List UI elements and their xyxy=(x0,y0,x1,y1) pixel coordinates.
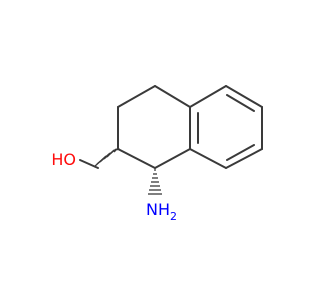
hashed-wedge-c1-nh2 xyxy=(148,169,162,195)
bond-c7-c8 xyxy=(225,148,263,169)
bond-ch2-oh xyxy=(79,159,99,169)
molecule-structure: HO NH2 xyxy=(51,85,263,223)
double-bond-inner-c7-c8 xyxy=(226,144,255,161)
bond-c8a-c1 xyxy=(154,148,191,169)
bond-c4a-c5 xyxy=(189,85,227,108)
oxygen-atom-label: HO xyxy=(51,150,76,169)
nitrogen-subscript: 2 xyxy=(170,210,177,223)
bond-c3-c4 xyxy=(117,85,156,108)
double-bond-inner-c5-c6 xyxy=(226,94,255,112)
hashed-wedge-c2-ch2 xyxy=(93,147,120,168)
bond-c1-c2 xyxy=(117,148,156,169)
nitrogen-atom-label: NH2 xyxy=(146,200,177,223)
bond-c8-c8a xyxy=(189,148,227,169)
bond-c5-c6 xyxy=(225,85,263,108)
bond-c4-c4a xyxy=(154,85,191,108)
nitrogen-atom-text: NH xyxy=(146,200,170,219)
